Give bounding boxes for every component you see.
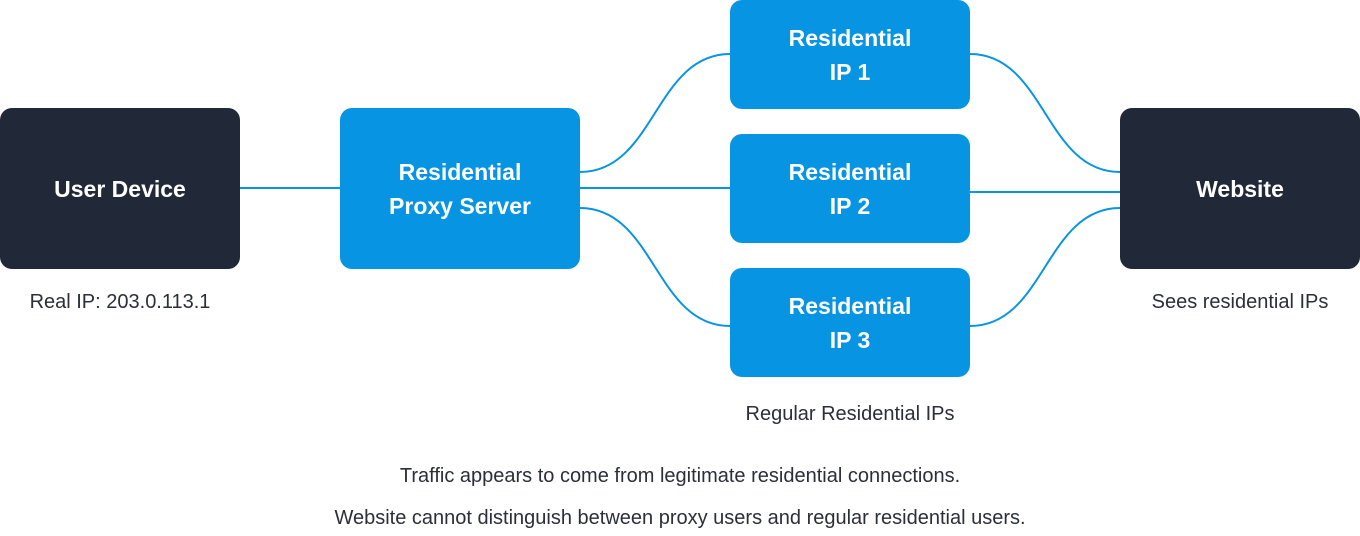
connector-ip3-to-website: [969, 207, 1121, 327]
residential-ip-1-node: Residential IP 1: [730, 0, 970, 109]
website-caption: Sees residential IPs: [1151, 291, 1329, 313]
residential-ip-1-label-line2: IP 1: [829, 58, 871, 85]
residential-ip-3-label-line2: IP 3: [829, 326, 871, 353]
connector-proxy-to-ip1: [579, 53, 731, 173]
footer-note-line2: Website cannot distinguish between proxy…: [334, 507, 1026, 529]
website-label: Website: [1196, 175, 1284, 202]
residential-ip-1-label-line1: Residential: [788, 24, 912, 51]
proxy-server-label-line1: Residential: [398, 158, 522, 185]
residential-ip-3-node: Residential IP 3: [730, 268, 970, 377]
proxy-server-label-line2: Proxy Server: [389, 192, 531, 219]
residential-ip-2-node: Residential IP 2: [730, 134, 970, 243]
residential-ip-3-label-line1: Residential: [788, 292, 912, 319]
connector-ip1-to-website: [969, 53, 1121, 173]
residential-ips-caption: Regular Residential IPs: [745, 403, 955, 425]
footer-note-line1: Traffic appears to come from legitimate …: [399, 465, 961, 487]
residential-ip-2-label-line1: Residential: [788, 158, 912, 185]
proxy-server-node: Residential Proxy Server: [340, 108, 580, 269]
user-device-node: User Device: [0, 108, 240, 269]
user-device-caption: Real IP: 203.0.113.1: [29, 291, 211, 313]
residential-ip-2-label-line2: IP 2: [829, 192, 871, 219]
connector-proxy-to-ip3: [579, 207, 731, 327]
user-device-label: User Device: [54, 175, 186, 202]
website-node: Website: [1120, 108, 1360, 269]
